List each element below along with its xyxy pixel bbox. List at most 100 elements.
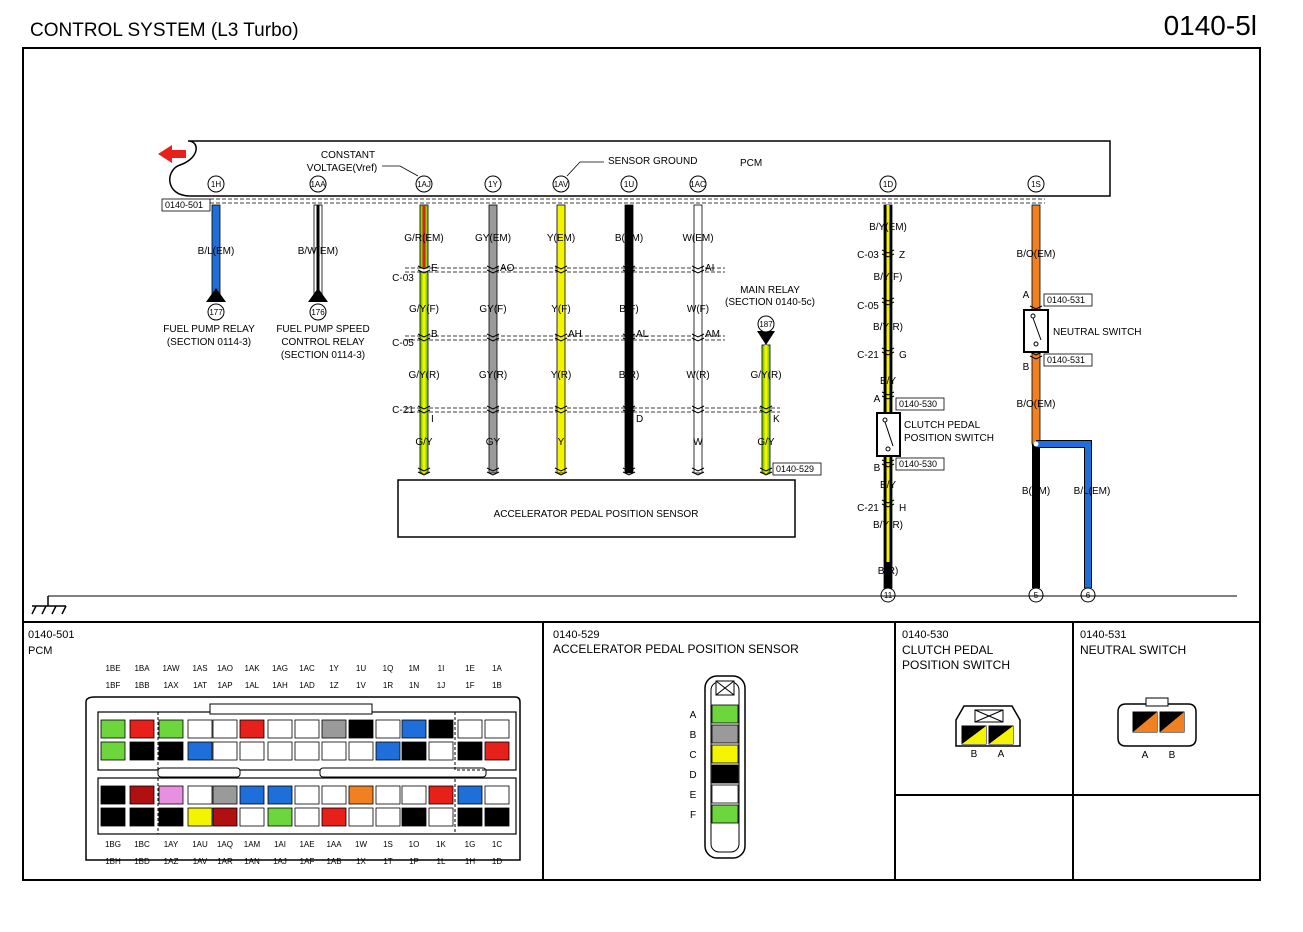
- connector-break-mark: [881, 499, 895, 508]
- clutch-wire-label-3: B/Y: [880, 376, 896, 387]
- pcm-label: PCM: [740, 158, 762, 169]
- pcm-connector-ref: 0140-501: [165, 200, 203, 210]
- connector-break-mark: [881, 297, 895, 306]
- pcm-pin-cell: [321, 807, 347, 827]
- pcm-pin-cell: [457, 719, 483, 739]
- pcm-pin-label: 1V: [356, 681, 366, 690]
- splice-point: [1033, 441, 1039, 447]
- pcm-pin-cell: [294, 741, 320, 761]
- pcm-pin-cell: [484, 719, 510, 739]
- wire-g-y-stripe: [422, 272, 426, 473]
- pcm-terminal-1Y-label: 1Y: [488, 180, 498, 189]
- connector-break-mark: [691, 265, 705, 274]
- pcm-pin-label: 1BC: [134, 840, 150, 849]
- connector-break-mark: [759, 405, 773, 414]
- arrow-up-icon: [308, 288, 328, 302]
- pcm-pin-cell: [267, 719, 293, 739]
- connector-break-mark: [554, 333, 568, 342]
- c05-pin-2: AH: [568, 329, 582, 340]
- pcm-pin-cell: [100, 741, 126, 761]
- wire-label-em-1: GY(EM): [475, 233, 511, 244]
- apps-pin-letter: A: [690, 710, 697, 721]
- clutch-pin-stripe: [962, 726, 986, 744]
- connector-break-mark: [417, 333, 431, 342]
- apps-panel-name: ACCELERATOR PEDAL POSITION SENSOR: [553, 642, 799, 656]
- pcm-panel-name: PCM: [28, 645, 52, 657]
- pcm-pin-cell: [212, 785, 238, 805]
- clutch-wire-label-2: B/Y(R): [873, 322, 903, 333]
- pcm-pin-label: 1U: [356, 664, 366, 673]
- pcm-pin-label: 1AT: [193, 681, 207, 690]
- pcm-pin-cell: [100, 785, 126, 805]
- pcm-pin-cell: [100, 807, 126, 827]
- pcm-pin-cell: [401, 741, 427, 761]
- wire-g-r-em-stripe: [422, 205, 426, 268]
- pcm-pin-cell: [212, 719, 238, 739]
- connector-break-mark: [486, 405, 500, 414]
- wire-label-em-4: W(EM): [682, 233, 713, 244]
- pcm-pin-label: 1AA: [326, 840, 342, 849]
- clutch-ref-a: 0140-530: [899, 399, 937, 409]
- pcm-pin-cell: [484, 807, 510, 827]
- pcm-pin-cell: [375, 785, 401, 805]
- clutch-c21b-label: C-21: [857, 503, 879, 514]
- ref-187: [757, 315, 775, 333]
- pcm-pin-label: 1AI: [274, 840, 286, 849]
- pcm-pin-label: 1A: [492, 664, 502, 673]
- pcm-terminal-1D: [879, 175, 897, 193]
- clutch-c05-label: C-05: [857, 301, 879, 312]
- pcm-pin-cell: [484, 785, 510, 805]
- connector-break-mark: [554, 405, 568, 414]
- pcm-hatch-region: [454, 711, 517, 771]
- pcm-pin-label: 1BG: [105, 840, 121, 849]
- apps-pin-letter: F: [690, 810, 696, 821]
- clutch-pin-letter: B: [971, 749, 978, 760]
- neutral-pin-stripe: [1160, 712, 1184, 732]
- wire-apps-4: [693, 204, 703, 474]
- page-code: 0140-5l: [1163, 10, 1257, 41]
- wire-b-l-em-neutral: [1036, 441, 1091, 588]
- apps-pin-cell: [711, 764, 739, 784]
- pcm-pin-cell: [428, 785, 454, 805]
- pcm-pin-label: 1AY: [164, 840, 179, 849]
- c05-pin-4: AM: [705, 329, 720, 340]
- pcm-pin-cell: [294, 807, 320, 827]
- pcm-pin-cell: [129, 741, 155, 761]
- pcm-pin-label: 1C: [492, 840, 502, 849]
- pcm-pin-cell: [401, 719, 427, 739]
- pcm-pin-cell: [187, 785, 213, 805]
- pcm-pin-cell: [348, 741, 374, 761]
- pcm-pin-label: 1AP: [217, 681, 232, 690]
- pcm-pin-cell: [158, 741, 184, 761]
- pcm-hatch-region: [97, 777, 159, 835]
- pcm-terminal-1AV-label: 1AV: [554, 180, 569, 189]
- ref-176: [309, 303, 327, 321]
- pcm-pin-cell: [401, 785, 427, 805]
- clutch-wire-label-5: B/Y(R): [873, 520, 903, 531]
- wire-b-l-em-outline: [1036, 440, 1092, 588]
- wire-b-em: [1032, 444, 1040, 588]
- clutch-panel-name-2: POSITION SWITCH: [902, 658, 1010, 672]
- connector-break-mark: [881, 249, 895, 258]
- neutral-wire-label-3: B/L(EM): [1074, 486, 1111, 497]
- apps-pin-cell: [711, 804, 739, 824]
- pcm-panel-ref: 0140-501: [28, 629, 75, 641]
- neutral-pin-stripe: [1133, 712, 1157, 732]
- pcm-pin-cell: [375, 719, 401, 739]
- connector-break-mark: [622, 405, 636, 414]
- pcm-pin-cell: [129, 807, 155, 827]
- pcm-terminal-1AC: [689, 175, 707, 193]
- pcm-pin-cell: [267, 785, 293, 805]
- neutral-ref-b: 0140-531: [1047, 355, 1085, 365]
- apps-pin-letter: D: [689, 770, 696, 781]
- apps-pin-cell: [711, 784, 739, 804]
- pcm-pin-cell: [158, 719, 184, 739]
- pcm-terminal-1S-label: 1S: [1031, 180, 1041, 189]
- wire-b-o-em-bottom: [1031, 351, 1041, 445]
- pcm-pin-cell: [401, 807, 427, 827]
- pcm-pin-cell: [267, 807, 293, 827]
- main-relay-label-1: MAIN RELAY: [740, 285, 800, 296]
- connector-break-mark: [622, 333, 636, 342]
- apps-pin-letter: B: [690, 730, 697, 741]
